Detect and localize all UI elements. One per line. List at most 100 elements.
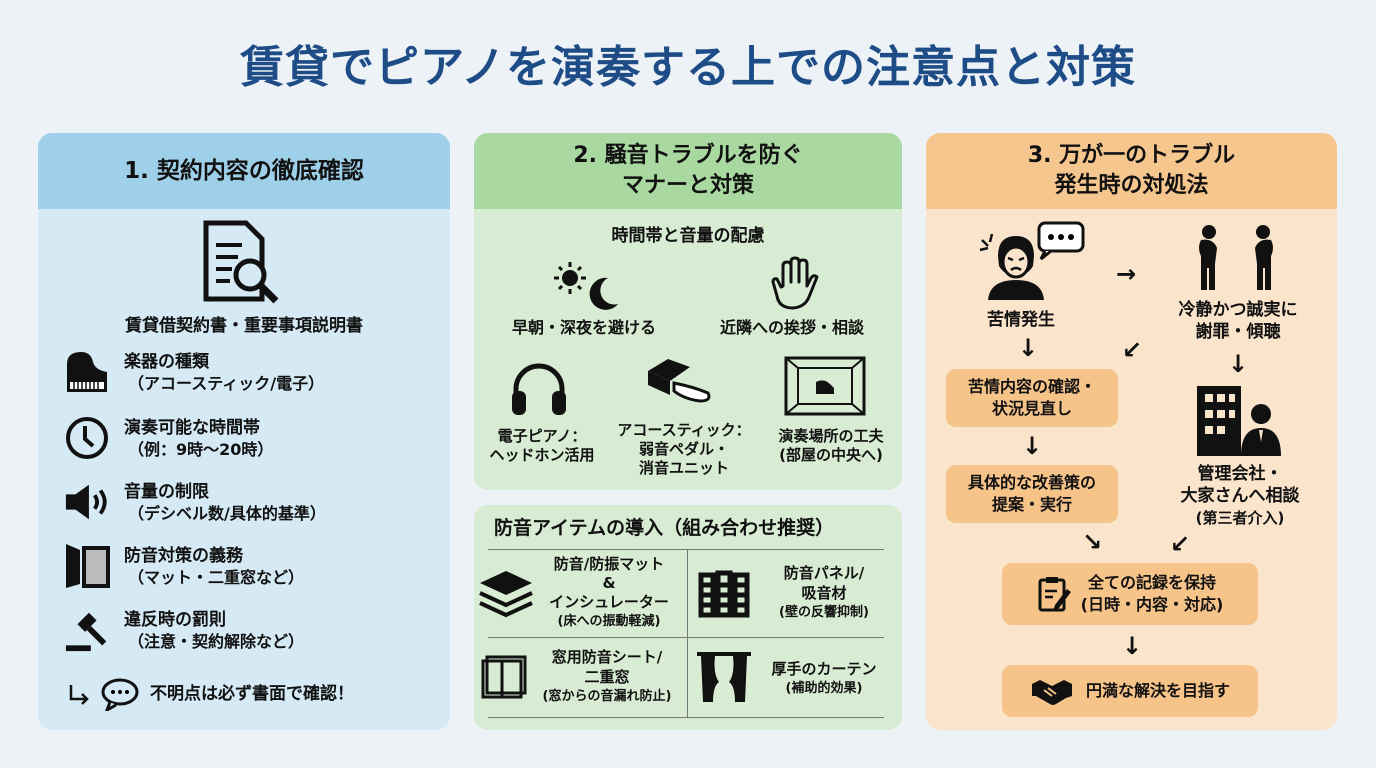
panel-manners-heading: 2. 騒音トラブルを防ぐマナーと対策 [474, 133, 902, 209]
item-detail: （例：9時〜20時） [128, 439, 274, 459]
grid-line [488, 637, 884, 638]
layered-mat-icon [478, 567, 534, 621]
item-line: (窓からの音漏れ防止) [542, 689, 672, 704]
item-line: 厚手のカーテン [771, 660, 877, 678]
contract-documents-label: 賃貸借契約書・重要事項説明書 [125, 316, 363, 336]
soundproof-panel-icon [64, 543, 110, 589]
speech-bubble-icon [100, 677, 140, 714]
heading-line: 発生時の対処法 [1054, 173, 1209, 198]
soundproof-heading: 防音アイテムの導入（組み合わせ推奨） [494, 517, 835, 539]
arrow-down: ↓ [1122, 632, 1143, 660]
note-text: 不明点は必ず書面で確認！ [150, 684, 354, 704]
item-line: 窓用防音シート/ [551, 648, 663, 666]
grid-line [687, 549, 688, 717]
box-line: 状況見直し [991, 399, 1072, 418]
arrow-down: ↓ [1018, 334, 1039, 362]
box-line: 苦情内容の確認・ [967, 377, 1096, 396]
headphones-icon [504, 357, 574, 419]
item-line: 二重窓 [584, 668, 630, 686]
grid-line [488, 549, 884, 550]
method-line: 消音ユニット [638, 459, 729, 477]
method-line: (部屋の中央へ) [779, 446, 883, 464]
arrow-down-left: ↙ [1122, 336, 1143, 364]
return-arrow-icon [68, 683, 90, 705]
item-title: 音量の制限 [124, 481, 209, 502]
arrow-down-left: ↙ [1170, 530, 1191, 558]
room-piano-icon [784, 355, 866, 417]
method-line: アコースティック： [617, 421, 751, 439]
panel-soundproof-items: 防音アイテムの導入（組み合わせ推奨） 防音/防振マット&インシュレーター (床への… [474, 505, 902, 730]
handshake-icon [1030, 676, 1074, 706]
improvement-box: 具体的な改善策の提案・実行 [946, 465, 1118, 523]
speaker-icon [64, 479, 110, 525]
contract-item: 楽器の種類（アコースティック/電子） [64, 349, 324, 395]
angry-person-icon [976, 229, 1052, 301]
contract-item: 演奏可能な時間帯（例：9時〜20時） [64, 415, 273, 461]
arrow-down-right: ↘ [1082, 528, 1103, 556]
item-title: 防音対策の義務 [124, 545, 243, 566]
item-title: 楽器の種類 [124, 351, 209, 372]
contract-item: 防音対策の義務（マット・二重窓など） [64, 543, 304, 589]
piano-icon [64, 349, 110, 395]
method-acoustic: アコースティック：弱音ペダル・消音ユニット [606, 421, 762, 478]
complaint-label: 苦情発生 [987, 310, 1055, 330]
check-situation-box: 苦情内容の確認・状況見直し [946, 369, 1118, 427]
box-line: 提案・実行 [991, 495, 1072, 514]
item-detail: （注意・契約解除など） [128, 631, 305, 651]
double-window-icon [480, 653, 528, 701]
time-volume-subheading: 時間帯と音量の配慮 [611, 226, 765, 246]
item-line: 吸音材 [801, 584, 847, 602]
method-line: 演奏場所の工夫 [778, 427, 884, 445]
item-curtain: 厚手のカーテン (補助的効果) [754, 659, 894, 699]
note-row: 不明点は必ず書面で確認！ [68, 677, 354, 714]
panel-manners: 2. 騒音トラブルを防ぐマナーと対策 時間帯と音量の配慮 早朝・深夜を避ける 近… [474, 133, 902, 490]
box-line: 円満な解決を目指す [1085, 681, 1230, 700]
arrow-down: ↓ [1022, 432, 1043, 460]
keep-records-box: 全ての記録を保持 (日時・内容・対応) [1002, 563, 1258, 625]
item-line: 防音/防振マット [553, 555, 665, 573]
arrow-right: → [1116, 260, 1137, 288]
item-line: インシュレーター [549, 593, 669, 611]
clock-icon [64, 415, 110, 461]
item-detail: （アコースティック/電子） [128, 373, 325, 393]
item-detail: （マット・二重窓など） [128, 567, 305, 587]
item-mat: 防音/防振マット&インシュレーター (床への振動軽減) [534, 555, 684, 631]
item-window: 窓用防音シート/二重窓 (窓からの音漏れ防止) [528, 647, 686, 707]
item-line: (壁の反響抑制) [779, 605, 869, 620]
curtain-icon [696, 651, 752, 705]
label-line: 管理会社・ [1197, 464, 1283, 484]
box-line: (日時・内容・対応) [1080, 595, 1224, 614]
item-line: (補助的効果) [785, 681, 863, 696]
apology-label: 冷静かつ誠実に謝罪・傾聴 [1148, 299, 1328, 343]
box-line: 全ての記録を保持 [1087, 573, 1216, 592]
item-title: 違反時の罰則 [124, 609, 226, 630]
method-placement: 演奏場所の工夫(部屋の中央へ) [766, 427, 896, 465]
arrow-down: ↓ [1228, 350, 1249, 378]
page-title: 賃貸でピアノを演奏する上での注意点と対策 [239, 42, 1137, 93]
tip-avoid-early-late: 早朝・深夜を避ける [511, 318, 656, 337]
building-manager-icon [1190, 383, 1286, 457]
item-line: & [602, 574, 616, 592]
speech-bubble-icon [1036, 221, 1086, 261]
item-detail: （デシベル数/具体的基準） [128, 503, 326, 523]
bowing-people-icon [1188, 223, 1284, 293]
tip-greet-neighbors: 近隣への挨拶・相談 [719, 318, 864, 337]
resolution-box: 円満な解決を目指す [1002, 665, 1258, 717]
clipboard-icon [1037, 575, 1071, 613]
heading-line: マナーと対策 [621, 173, 754, 198]
item-line: (床への振動軽減) [557, 614, 661, 629]
heading-line: 2. 騒音トラブルを防ぐ [573, 143, 803, 168]
panel-trouble-heading: 3. 万が一のトラブル発生時の対処法 [926, 133, 1337, 209]
hand-icon [764, 255, 824, 311]
method-line: 電子ピアノ： [497, 427, 587, 445]
heading-line: 3. 万が一のトラブル [1027, 143, 1236, 168]
label-line: 冷静かつ誠実に [1178, 300, 1298, 320]
method-line: ヘッドホン活用 [489, 446, 595, 464]
item-title: 演奏可能な時間帯 [124, 417, 260, 438]
panel-contract-heading: 1. 契約内容の徹底確認 [38, 133, 450, 209]
item-line: 防音パネル/ [783, 564, 865, 582]
method-digital: 電子ピアノ：ヘッドホン活用 [480, 427, 604, 465]
label-line: (第三者介入) [1195, 509, 1285, 527]
sun-moon-icon [546, 257, 626, 313]
consult-label: 管理会社・大家さんへ相談(第三者介入) [1152, 463, 1328, 529]
